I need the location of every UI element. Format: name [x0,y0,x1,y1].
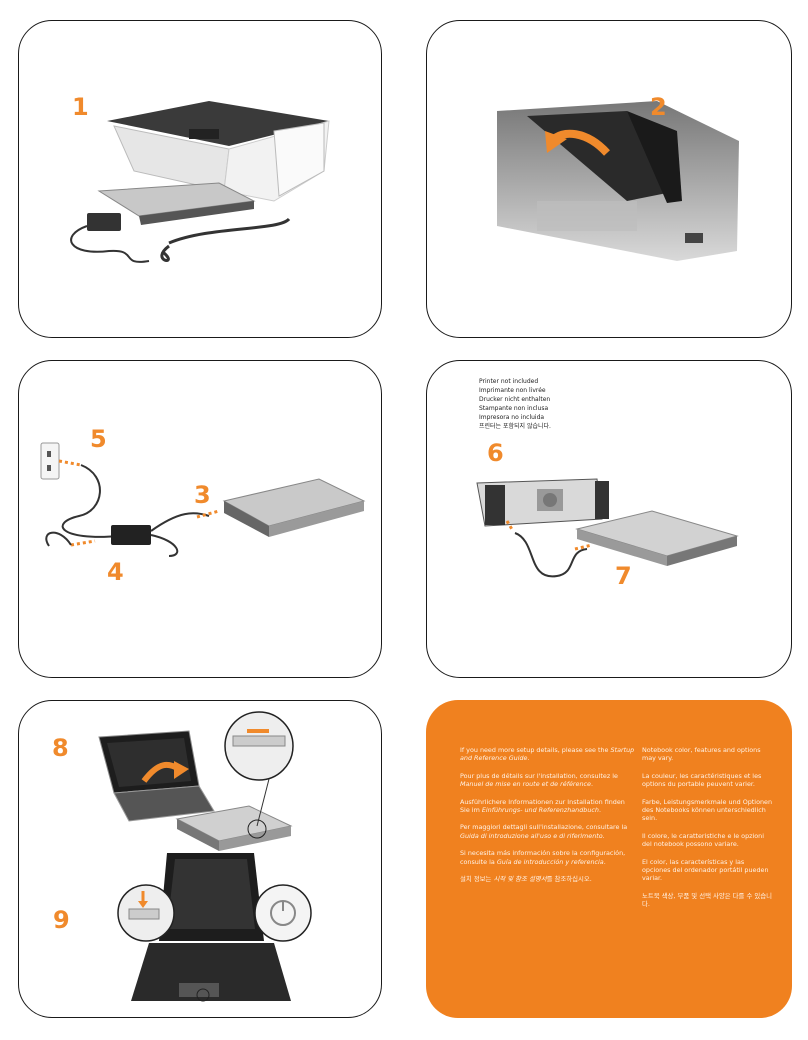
variation-de: Farbe, Leistungsmerkmale und Optionen de… [642,797,773,823]
variation-en: Notebook color, features and options may… [642,746,761,763]
panel-step-6-7: Printer not included Imprimante non livr… [426,360,792,678]
step-number-5: 5 [90,425,107,453]
power-on-illustration [98,711,312,1002]
variation-ko: 노트북 색상, 부품 및 선택 사양은 다를 수 있습니다. [642,891,772,909]
info-ko: 설치 정보는 시작 및 참조 설명서를 참조하십시오. [460,875,592,884]
info-column-left: If you need more setup details, please s… [460,746,635,892]
step-number-9: 9 [53,906,70,934]
printer-not-included-note: Printer not included Imprimante non livr… [479,378,551,430]
info-es: Si necesita más información sobre la con… [460,849,626,866]
panel-step-8-9: 8 9 [18,700,382,1018]
info-it: Per maggiori dettagli sull'installazione… [460,823,628,840]
variation-es: El color, las características y las opci… [642,857,769,883]
step-number-7: 7 [615,562,632,590]
panel-step-1: 1 [18,20,382,338]
variation-fr: La couleur, les caractéristiques et les … [642,771,762,789]
panel-step-2: 2 [426,20,792,338]
info-panel: If you need more setup details, please s… [426,700,792,1018]
step-number-4: 4 [107,558,124,586]
info-en: If you need more setup details, please s… [460,746,635,763]
step-number-3: 3 [194,481,211,509]
battery-illustration [497,101,739,261]
info-de: Ausführlichere Informationen zur Install… [460,797,625,815]
step-number-6: 6 [487,439,504,467]
info-column-right: Notebook color, features and options may… [642,746,774,918]
step-number-8: 8 [52,734,69,762]
power-connection-illustration [40,442,366,557]
unboxing-illustration [70,101,330,263]
step-number-2: 2 [650,93,667,121]
panel-step-3-4-5: 5 3 4 [18,360,382,678]
variation-it: Il colore, le caratteristiche e le opzio… [642,831,765,849]
info-fr: Pour plus de détails sur l'installation,… [460,771,618,789]
printer-connection-illustration [476,478,739,578]
step-number-1: 1 [72,93,89,121]
